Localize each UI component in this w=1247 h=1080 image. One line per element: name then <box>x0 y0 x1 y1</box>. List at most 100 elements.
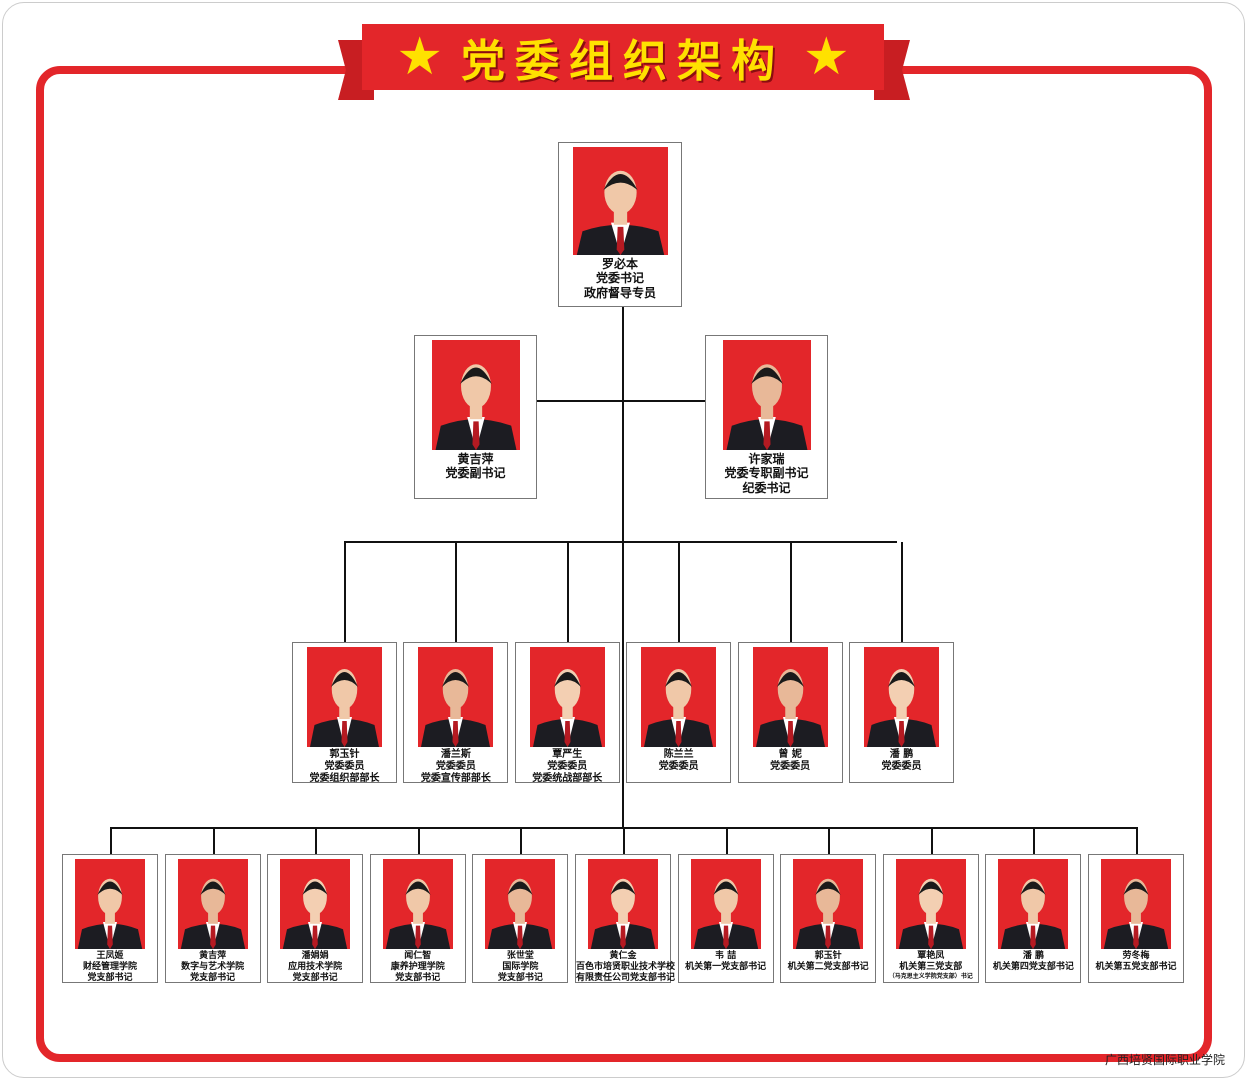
portrait-photo <box>641 647 717 747</box>
member-role: 百色市培贤职业技术学校 <box>576 961 676 972</box>
member-card: 潘 鹏党委委员 <box>849 642 954 783</box>
member-card: 曾 妮党委委员 <box>737 642 843 783</box>
member-card: 许家瑞党委专职副书记纪委书记 <box>705 335 828 499</box>
member-name: 郭玉针 <box>814 951 842 961</box>
member-card: 覃严生党委委员党委统战部部长 <box>514 642 620 784</box>
member-card: 黄仁金百色市培贤职业技术学校有限责任公司党支部书记 <box>575 854 676 983</box>
member-name: 潘娟娟 <box>301 951 329 961</box>
connector-drop <box>901 542 903 642</box>
portrait-photo <box>793 859 864 949</box>
connector-drop <box>344 542 346 642</box>
member-role: 财经管理学院 <box>82 961 137 972</box>
connector-drop <box>212 828 215 854</box>
member-name: 覃严生 <box>552 749 583 760</box>
connector-drop <box>110 828 112 854</box>
member-card: 陈兰兰党委委员 <box>626 642 732 783</box>
title-banner: ★ 党委组织架构 ★ <box>362 24 884 90</box>
member-role: （马克思主义学院党支部）书记 <box>888 972 973 980</box>
connector-drop <box>725 828 728 854</box>
portrait-photo <box>998 859 1069 949</box>
member-card: 王凤姬财经管理学院党支部书记 <box>62 854 158 983</box>
portrait-photo <box>382 859 453 949</box>
member-name: 曾 妮 <box>778 749 802 760</box>
member-name: 黄吉萍 <box>457 452 494 466</box>
member-card: 闻仁智康养护理学院党支部书记 <box>369 854 466 983</box>
member-role: 机关第五党支部书记 <box>1095 961 1177 972</box>
member-role: 有限责任公司党支部书记 <box>576 972 676 983</box>
member-role: 机关第三党支部 <box>899 961 963 972</box>
member-role: 党委组织部部长 <box>309 773 380 784</box>
member-role: 机关第四党支部书记 <box>992 961 1074 972</box>
portrait-photo <box>431 340 520 450</box>
portrait-photo <box>280 859 351 949</box>
member-role: 党支部书记 <box>87 972 133 983</box>
member-card: 黄吉萍党委副书记 <box>414 335 537 499</box>
member-role: 康养护理学院 <box>390 961 445 972</box>
member-name: 潘 鹏 <box>1022 951 1044 961</box>
portrait-photo <box>418 647 494 747</box>
member-card: 潘 鹏机关第四党支部书记 <box>985 854 1082 983</box>
member-name: 潘 鹏 <box>889 749 914 760</box>
portrait-photo <box>75 859 145 949</box>
portrait-photo <box>690 859 761 949</box>
member-name: 闻仁智 <box>404 951 432 961</box>
member-role: 党委宣传部部长 <box>420 773 491 784</box>
connector-drop <box>566 542 569 642</box>
level3-bus <box>344 541 897 543</box>
member-card: 黄吉萍数字与艺术学院党支部书记 <box>164 854 261 983</box>
trunk-line <box>622 307 624 829</box>
member-role: 纪委书记 <box>742 480 791 495</box>
member-name: 劳冬梅 <box>1122 951 1150 961</box>
level2-connector <box>537 400 705 402</box>
connector-drop <box>417 828 420 854</box>
member-role: 党委副书记 <box>445 466 506 481</box>
connector-drop <box>623 828 625 854</box>
member-name: 许家瑞 <box>748 452 785 466</box>
member-card: 劳冬梅机关第五党支部书记 <box>1088 854 1184 983</box>
member-role: 党支部书记 <box>190 972 236 983</box>
member-role: 党委委员 <box>658 761 699 772</box>
member-card: 郭玉针机关第二党支部书记 <box>780 854 877 983</box>
member-card: 郭玉针党委委员党委组织部部长 <box>292 642 397 784</box>
footer-school-name: 广西培贤国际职业学院 <box>1104 1053 1225 1067</box>
portrait-photo <box>177 859 248 949</box>
member-name: 王凤姬 <box>96 951 124 961</box>
connector-drop <box>1033 828 1036 854</box>
member-name: 郭玉针 <box>329 749 360 760</box>
member-card: 潘娟娟应用技术学院党支部书记 <box>267 854 364 983</box>
connector-drop <box>315 828 318 854</box>
portrait-photo <box>895 859 966 949</box>
member-name: 陈兰兰 <box>663 749 694 760</box>
member-card: 罗必本党委书记政府督导专员 <box>558 142 682 307</box>
member-role: 党支部书记 <box>292 972 338 983</box>
member-card: 潘兰斯党委委员党委宣传部部长 <box>403 642 509 784</box>
member-name: 韦 喆 <box>715 951 737 961</box>
member-name: 覃艳凤 <box>917 951 945 961</box>
member-role: 国际学院 <box>502 961 539 972</box>
connector-drop <box>1136 828 1138 854</box>
member-role: 党委委员 <box>770 761 811 772</box>
member-role: 党委书记 <box>595 271 644 286</box>
star-icon: ★ <box>803 27 850 87</box>
connector-drop <box>678 542 681 642</box>
star-icon: ★ <box>396 27 443 87</box>
portrait-photo <box>752 647 828 747</box>
member-name: 潘兰斯 <box>440 749 471 760</box>
member-role: 党委委员 <box>435 761 476 772</box>
member-role: 党委专职副书记 <box>724 466 809 481</box>
portrait-photo <box>1101 859 1171 949</box>
member-role: 党委统战部部长 <box>532 773 603 784</box>
member-card: 韦 喆机关第一党支部书记 <box>677 854 774 983</box>
portrait-photo <box>529 647 605 747</box>
member-role: 党支部书记 <box>497 972 543 983</box>
member-role: 机关第二党支部书记 <box>787 961 869 972</box>
connector-drop <box>789 542 792 642</box>
member-card: 张世堂国际学院党支部书记 <box>472 854 569 983</box>
member-role: 党委委员 <box>324 761 365 772</box>
member-role: 数字与艺术学院 <box>181 961 245 972</box>
portrait-photo <box>485 859 556 949</box>
member-name: 罗必本 <box>601 257 638 271</box>
member-role: 政府督导专员 <box>583 285 656 300</box>
member-role: 应用技术学院 <box>288 961 343 972</box>
